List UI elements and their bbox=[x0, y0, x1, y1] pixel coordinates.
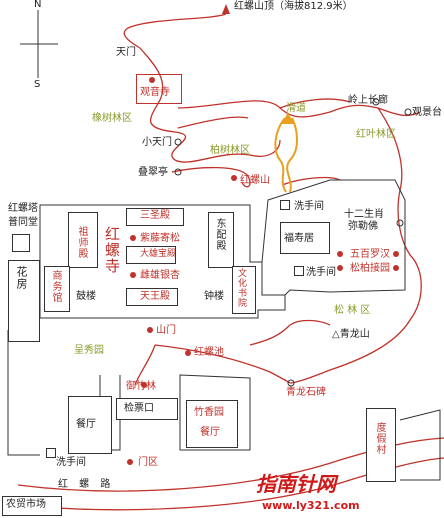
cixiong-label[interactable]: 雌雄银杏 bbox=[140, 270, 180, 281]
milefo-label[interactable]: 弥勒佛 bbox=[348, 221, 378, 232]
zhuxiangyuan-box bbox=[186, 400, 238, 448]
compass-north-label: N bbox=[34, 0, 42, 10]
compass-south-label: S bbox=[34, 79, 41, 90]
zushidian-box bbox=[68, 212, 98, 268]
baishulin-label: 柏树林区 bbox=[210, 145, 250, 156]
summit-icon bbox=[222, 4, 230, 14]
shiershengxiao-label[interactable]: 十二生肖 bbox=[344, 209, 384, 220]
wenhuashuyuan-box bbox=[232, 266, 256, 314]
restroom-icon bbox=[294, 266, 304, 276]
wubailuohan-label[interactable]: 五百罗汉 bbox=[350, 249, 390, 260]
pagoda-box bbox=[12, 234, 30, 252]
xiaotianmen-label[interactable]: 小天门 bbox=[142, 137, 172, 148]
summit-label[interactable]: 红螺山顶（海拔812.9米） bbox=[234, 1, 353, 12]
yuzhulin-label[interactable]: 御竹林 bbox=[126, 381, 156, 392]
dujiacun-box bbox=[366, 408, 396, 482]
gulou-label[interactable]: 鼓楼 bbox=[76, 291, 96, 302]
hongluosi-label[interactable]: 红螺寺 bbox=[103, 226, 121, 274]
wenhuashuyuan-label[interactable]: 文化书院 bbox=[236, 268, 246, 308]
hongluota-label[interactable]: 红螺塔 bbox=[8, 203, 38, 214]
hongluochi-label[interactable]: 红螺池 bbox=[194, 347, 224, 358]
jianpiaokou-label[interactable]: 检票口 bbox=[124, 403, 154, 414]
hongluoshan-label[interactable]: 红螺山 bbox=[240, 175, 270, 186]
xishoujian3-label[interactable]: 洗手间 bbox=[56, 457, 86, 468]
daxiongbaodian-label[interactable]: 大雄宝殿 bbox=[140, 249, 177, 259]
xishoujian2-label[interactable]: 洗手间 bbox=[306, 267, 336, 278]
shangwuguan-label[interactable]: 商务馆 bbox=[50, 270, 61, 303]
xiangshulin-label: 橡树林区 bbox=[92, 113, 132, 124]
puhuitang-label[interactable]: 普同堂 bbox=[8, 217, 38, 228]
qinglongshan-label[interactable]: △青龙山 bbox=[332, 329, 370, 340]
road-label: 红 螺 路 bbox=[58, 479, 115, 490]
guanjingtai-label[interactable]: 观景台 bbox=[412, 107, 442, 118]
nongmao-box bbox=[2, 496, 62, 516]
watermark-brand: 指南针网 bbox=[256, 472, 336, 496]
canting2-label[interactable]: 餐厅 bbox=[200, 427, 220, 438]
ziteng-label[interactable]: 紫藤寄松 bbox=[140, 233, 180, 244]
songbaijian-label[interactable]: 松柏接园 bbox=[350, 263, 390, 274]
tianwangdian-label[interactable]: 天王殿 bbox=[140, 291, 170, 302]
menqu-label[interactable]: 门区 bbox=[138, 457, 158, 468]
shangwuguan-box bbox=[44, 266, 70, 312]
restroom-icon bbox=[46, 448, 56, 458]
compass-icon bbox=[20, 10, 58, 78]
sanshengdian-label[interactable]: 三圣殿 bbox=[140, 210, 170, 221]
guanyinsi-label[interactable]: 观音寺 bbox=[140, 87, 170, 98]
hongyelin-label: 红叶林区 bbox=[356, 129, 396, 140]
huafang-label[interactable]: 花房 bbox=[15, 266, 28, 290]
restroom-icon bbox=[280, 200, 290, 210]
huafang-box bbox=[8, 260, 40, 342]
watermark-url: www.ly321.com bbox=[262, 499, 360, 512]
dongpeidian-label[interactable]: 东配殿 bbox=[214, 218, 225, 251]
huadao-label[interactable]: 滑道 bbox=[286, 103, 306, 114]
fushouju-box bbox=[280, 222, 330, 254]
zhonglou-label[interactable]: 钟楼 bbox=[204, 291, 224, 302]
chengxiuyuan-label: 呈秀园 bbox=[74, 345, 104, 356]
dongpeidian-box bbox=[208, 212, 234, 268]
daxiongbaodian-box bbox=[126, 246, 176, 264]
canting1-box bbox=[68, 396, 112, 454]
canting1-label[interactable]: 餐厅 bbox=[76, 419, 96, 430]
zushidian-label[interactable]: 祖师殿 bbox=[76, 226, 87, 259]
qinglongshibei-label[interactable]: 青龙石碑 bbox=[286, 387, 326, 398]
fushouju-label[interactable]: 福寿居 bbox=[284, 233, 314, 244]
viewpoint-markers bbox=[174, 98, 412, 387]
songlin-label: 松 林 区 bbox=[334, 305, 371, 316]
nongmao-label[interactable]: 农贸市场 bbox=[6, 499, 46, 510]
zhuxiangyuan-label[interactable]: 竹香园 bbox=[194, 407, 224, 418]
area-boundary bbox=[261, 179, 406, 296]
slide-path bbox=[274, 117, 298, 193]
dujiacun-label[interactable]: 度假村 bbox=[374, 422, 385, 455]
tianmen-label[interactable]: 天门 bbox=[116, 47, 136, 58]
shanmen-label[interactable]: 山门 bbox=[156, 325, 176, 336]
sanshengdian-box bbox=[126, 208, 184, 226]
tianwangdian-box bbox=[126, 288, 178, 306]
jianpiaokou-box bbox=[116, 398, 178, 420]
lingshang-label[interactable]: 岭上长廊 bbox=[348, 95, 388, 106]
xishoujian1-label[interactable]: 洗手间 bbox=[294, 201, 324, 212]
guanyinsi-box bbox=[136, 74, 182, 104]
slide-arrow-icon bbox=[282, 112, 294, 124]
dieculting-label[interactable]: 叠翠亭 bbox=[138, 167, 168, 178]
